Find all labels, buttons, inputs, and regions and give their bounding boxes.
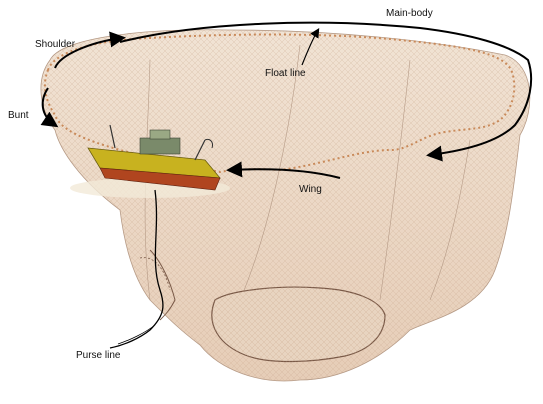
label-shoulder: Shoulder (35, 39, 76, 50)
label-main-body: Main-body (386, 8, 433, 19)
label-purse-line: Purse line (76, 350, 121, 361)
arrow-purse-line (118, 325, 155, 344)
label-float-line: Float line (265, 68, 306, 79)
label-bunt: Bunt (8, 110, 29, 121)
label-wing: Wing (299, 184, 322, 195)
